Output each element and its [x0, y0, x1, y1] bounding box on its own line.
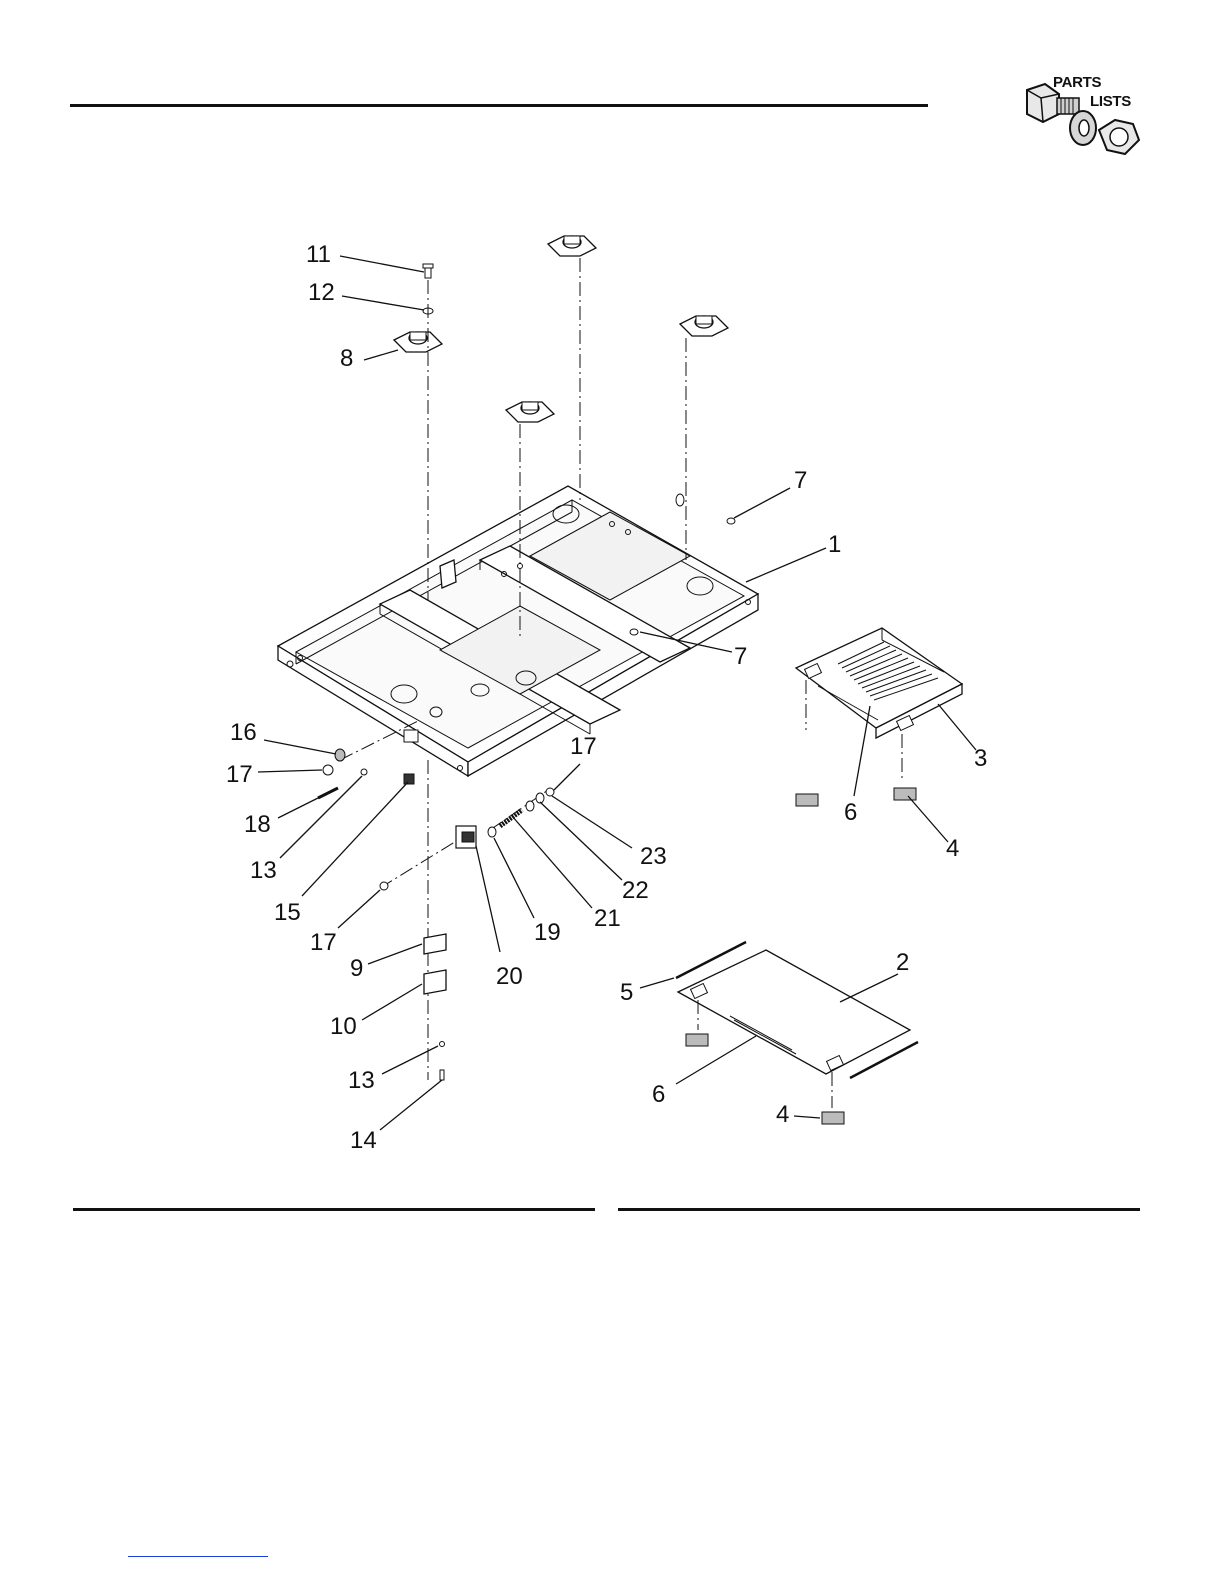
callout-2: 2: [896, 949, 909, 976]
vibration-mount-1: [394, 332, 442, 352]
callout-13-b: 13: [348, 1067, 375, 1094]
callout-6-a: 6: [844, 799, 857, 826]
callout-23: 23: [640, 843, 667, 870]
callout-12: 12: [308, 279, 335, 306]
callout-7-a: 7: [794, 467, 807, 494]
foot-4-c: [686, 1034, 708, 1046]
vibration-mount-3: [680, 316, 728, 336]
callout-21: 21: [594, 905, 621, 932]
screw-14: [440, 1070, 444, 1080]
callout-15: 15: [274, 899, 301, 926]
callout-4-b: 4: [776, 1101, 789, 1128]
vibration-mount-2: [548, 236, 596, 256]
callout-11: 11: [306, 241, 331, 268]
vented-panel-3: [796, 628, 962, 738]
callout-16: 16: [230, 719, 257, 746]
washer-13: [361, 769, 367, 775]
washer-7-a: [676, 494, 684, 506]
callout-18: 18: [244, 811, 271, 838]
callout-1: 1: [828, 531, 841, 558]
callout-17-a: 17: [226, 761, 253, 788]
base-plate-2: [676, 942, 918, 1078]
callout-22: 22: [622, 877, 649, 904]
nut-17: [323, 765, 333, 775]
callout-7-b: 7: [734, 643, 747, 670]
callout-3: 3: [974, 745, 987, 772]
washer-7-b: [630, 629, 638, 635]
callout-4-a: 4: [946, 835, 959, 862]
screw-18: [318, 788, 338, 798]
vibration-mount-4: [506, 402, 554, 422]
plate-10: [424, 970, 446, 994]
callout-20: 20: [496, 963, 523, 990]
callout-14: 14: [350, 1127, 377, 1154]
callout-6-b: 6: [652, 1081, 665, 1108]
washer-13-b: [440, 1042, 445, 1047]
callout-9: 9: [350, 955, 363, 982]
callout-17-b: 17: [310, 929, 337, 956]
latch-assembly: [456, 788, 554, 848]
base-frame: [278, 486, 758, 776]
callout-10: 10: [330, 1013, 357, 1040]
foot-4-b: [894, 788, 916, 800]
foot-4-d: [822, 1112, 844, 1124]
part-16: [335, 749, 345, 761]
callout-17-c: 17: [570, 733, 597, 760]
callout-19: 19: [534, 919, 561, 946]
foot-4-a: [796, 794, 818, 806]
nut-17-b: [380, 882, 388, 890]
part-15: [404, 774, 414, 784]
callout-5: 5: [620, 979, 633, 1006]
callout-13-a: 13: [250, 857, 277, 884]
callout-8: 8: [340, 345, 353, 372]
plate-9: [424, 934, 446, 954]
